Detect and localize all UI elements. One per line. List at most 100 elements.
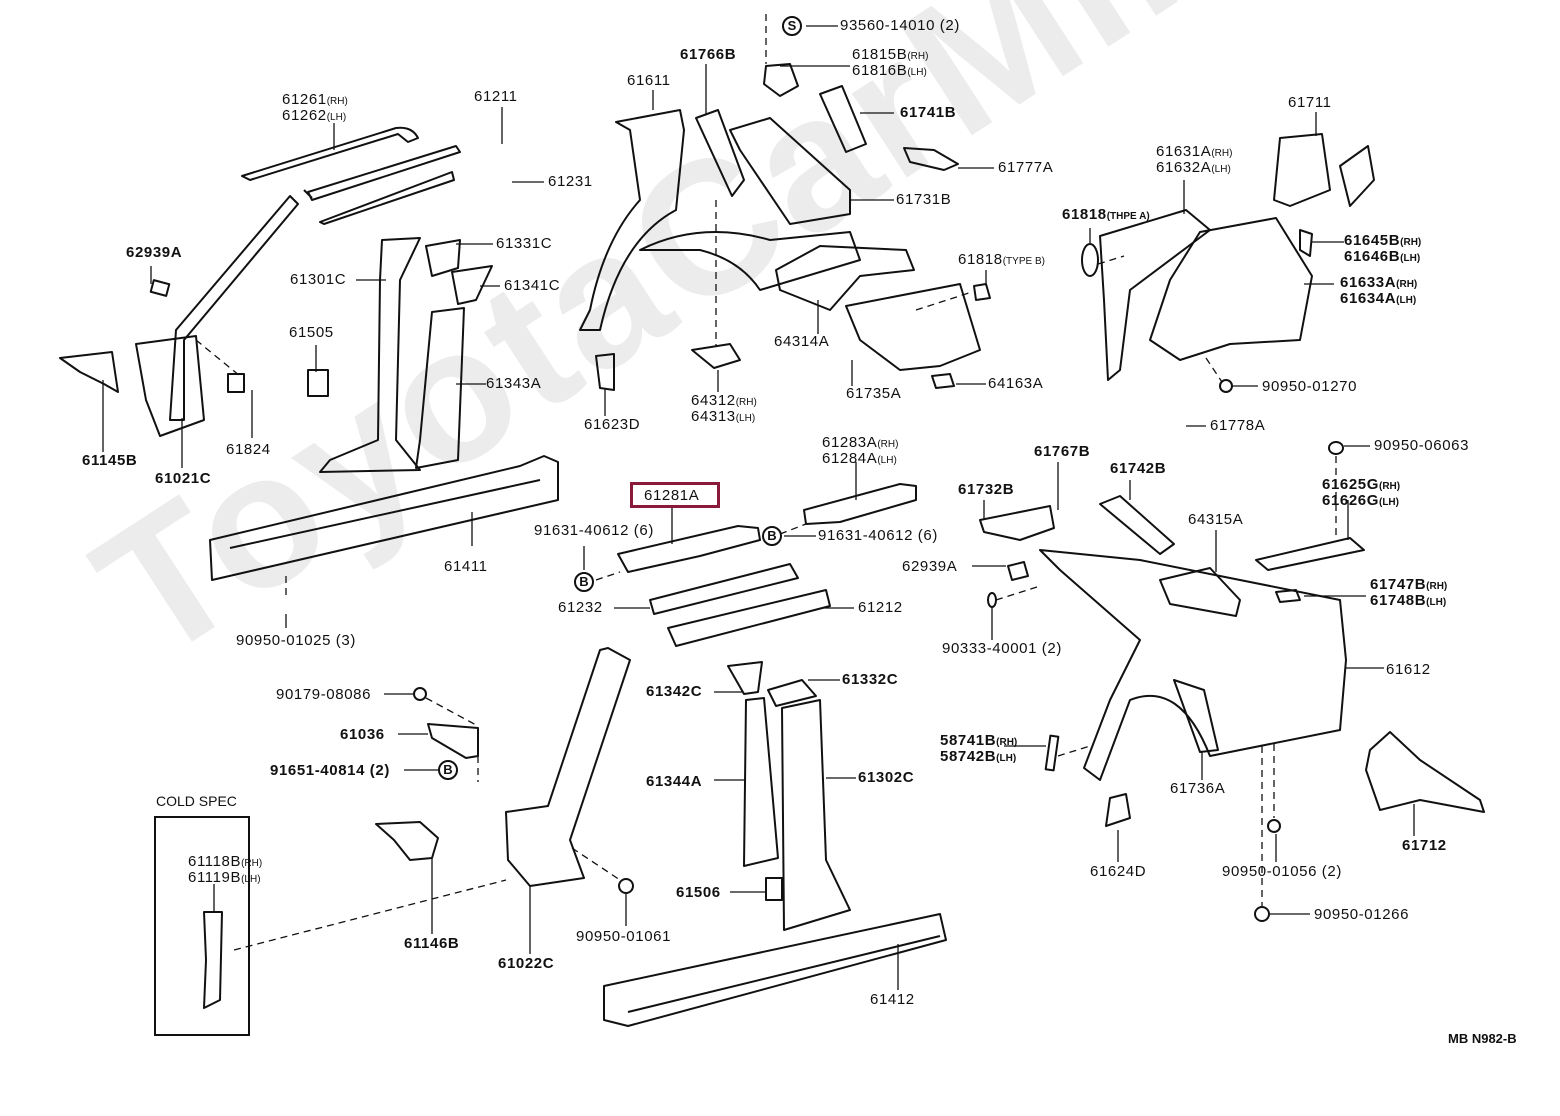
part-label[interactable]: 90950-06063 [1374, 437, 1470, 454]
part-label[interactable]: 90950-01061 [576, 928, 672, 945]
part-label[interactable]: 61711 [1288, 94, 1332, 111]
part-label[interactable]: 61232 [558, 599, 603, 616]
part-number: 61625G [1322, 476, 1379, 493]
side-suffix: (RH) [1378, 481, 1401, 492]
part-label[interactable]: 61343A [486, 375, 542, 392]
part-61211-drawing [303, 145, 461, 201]
part-label[interactable]: 61736A [1170, 780, 1226, 797]
part-label[interactable]: 61231 [548, 173, 593, 190]
part-label[interactable]: 61824 [226, 441, 271, 458]
part-61818A-drawing [1081, 243, 1099, 277]
part-label[interactable]: 61331C [496, 235, 553, 252]
part-label[interactable]: 61742B [1110, 460, 1167, 477]
part-label-pair[interactable]: 61645B(RH) 61646B(LH) [1344, 232, 1421, 266]
side-suffix: (RH) [735, 397, 757, 408]
part-label[interactable]: 91631-40612 (6) [534, 522, 654, 539]
part-label[interactable]: 61712 [1402, 837, 1447, 854]
part-label[interactable]: 62939A [902, 558, 958, 575]
part-61344A-drawing [743, 697, 779, 867]
part-label[interactable]: 62939A [126, 244, 183, 261]
part-label[interactable]: 91651-40814 (2) [270, 762, 390, 779]
side-suffix: (RH) [1426, 581, 1448, 592]
part-label[interactable]: 61818(THPE A) [1062, 207, 1150, 225]
part-label-pair[interactable]: 58741B(RH) 58742B(LH) [940, 733, 1017, 766]
part-label[interactable]: 61741B [900, 104, 957, 121]
part-label[interactable]: 90950-01266 [1314, 906, 1410, 923]
part-label-pair[interactable]: 61118B(RH) 61119B(LH) [188, 854, 262, 887]
part-label-pair[interactable]: 61283A(RH) 61284A(LH) [822, 435, 898, 468]
highlighted-part-number: 61281A [644, 487, 700, 504]
cold-spec-box [154, 816, 250, 1036]
part-label[interactable]: 64315A [1188, 511, 1244, 528]
part-61624D-drawing [1105, 793, 1131, 827]
part-label-pair[interactable]: 61815B(RH) 61816B(LH) [852, 47, 928, 80]
part-label[interactable]: 64314A [774, 333, 830, 350]
part-label[interactable]: 61342C [646, 683, 703, 700]
part-label[interactable]: 61612 [1386, 661, 1431, 678]
part-label[interactable]: 90950-01270 [1262, 378, 1358, 395]
part-61331C-drawing [425, 239, 461, 277]
part-label-pair[interactable]: 61633A(RH) 61634A(LH) [1340, 275, 1417, 308]
part-61212-drawing [667, 589, 831, 647]
part-label[interactable]: 61735A [846, 385, 902, 402]
part-label[interactable]: 61506 [676, 884, 721, 901]
part-90179-drawing [413, 687, 427, 701]
highlighted-part-box[interactable]: 61281A [630, 482, 720, 508]
part-61021C-drawing [169, 195, 299, 421]
side-suffix: (LH) [1211, 164, 1231, 175]
part-label[interactable]: 61212 [858, 599, 903, 616]
part-label[interactable]: 61301C [290, 271, 347, 288]
part-label[interactable]: 61341C [504, 277, 561, 294]
part-label[interactable]: 61022C [498, 955, 555, 972]
part-label[interactable]: 61732B [958, 481, 1015, 498]
part-61231-drawing [319, 171, 455, 225]
part-label[interactable]: 61332C [842, 671, 899, 688]
side-suffix: (RH) [326, 96, 348, 107]
part-61712-drawing [1365, 731, 1485, 813]
part-label-pair[interactable]: 61631A(RH) 61632A(LH) [1156, 144, 1233, 177]
side-suffix: (LH) [996, 753, 1017, 764]
part-number: 61816B [852, 62, 908, 79]
part-label[interactable]: 61766B [680, 46, 737, 63]
part-61623D-drawing [595, 353, 615, 391]
part-61631A-drawing [1099, 209, 1211, 381]
part-label[interactable]: 61411 [444, 558, 488, 575]
part-label-pair[interactable]: 61625G(RH) 61626G(LH) [1322, 476, 1401, 510]
part-label-pair[interactable]: 64312(RH) 64313(LH) [691, 393, 757, 426]
part-label-pair[interactable]: 61747B(RH) 61748B(LH) [1370, 576, 1448, 610]
part-number: 61747B [1370, 576, 1427, 593]
part-label[interactable]: 61767B [1034, 443, 1091, 460]
part-label[interactable]: 61731B [896, 191, 952, 208]
part-label[interactable]: 61021C [155, 470, 212, 487]
part-61741B-drawing [819, 85, 867, 153]
part-label[interactable]: 93560-14010 (2) [840, 17, 960, 34]
part-number: 61645B [1344, 232, 1401, 249]
leader-lines [102, 14, 1415, 990]
part-label[interactable]: 61818(TYPE B) [958, 252, 1045, 270]
part-label[interactable]: 61611 [627, 72, 671, 89]
part-label[interactable]: 61146B [404, 935, 460, 952]
part-label[interactable]: 90950-01056 (2) [1222, 863, 1342, 880]
part-label[interactable]: 61624D [1090, 863, 1147, 880]
part-label[interactable]: 61211 [474, 88, 518, 105]
part-label[interactable]: 61778A [1210, 417, 1266, 434]
side-suffix: (LH) [735, 413, 756, 424]
part-label[interactable]: 61302C [858, 769, 915, 786]
part-number: 61262 [282, 107, 327, 124]
part-label[interactable]: 61412 [870, 991, 915, 1008]
part-label[interactable]: 91631-40612 (6) [818, 527, 938, 544]
part-label[interactable]: 61036 [340, 726, 385, 743]
part-64315A-drawing [1159, 567, 1241, 617]
part-label[interactable]: 61777A [998, 159, 1054, 176]
part-61625G-drawing [1255, 537, 1365, 571]
part-label[interactable]: 61623D [584, 416, 641, 433]
part-label[interactable]: 64163A [988, 375, 1044, 392]
part-label[interactable]: 61145B [82, 452, 138, 469]
part-label-pair[interactable]: 61261(RH) 61262(LH) [282, 92, 348, 125]
part-label[interactable]: 90179-08086 [276, 686, 372, 703]
side-suffix: (RH) [1211, 148, 1233, 159]
part-label[interactable]: 90333-40001 (2) [942, 640, 1062, 657]
part-label[interactable]: 61344A [646, 773, 703, 790]
part-label[interactable]: 90950-01025 (3) [236, 632, 356, 649]
part-label[interactable]: 61505 [289, 324, 334, 341]
